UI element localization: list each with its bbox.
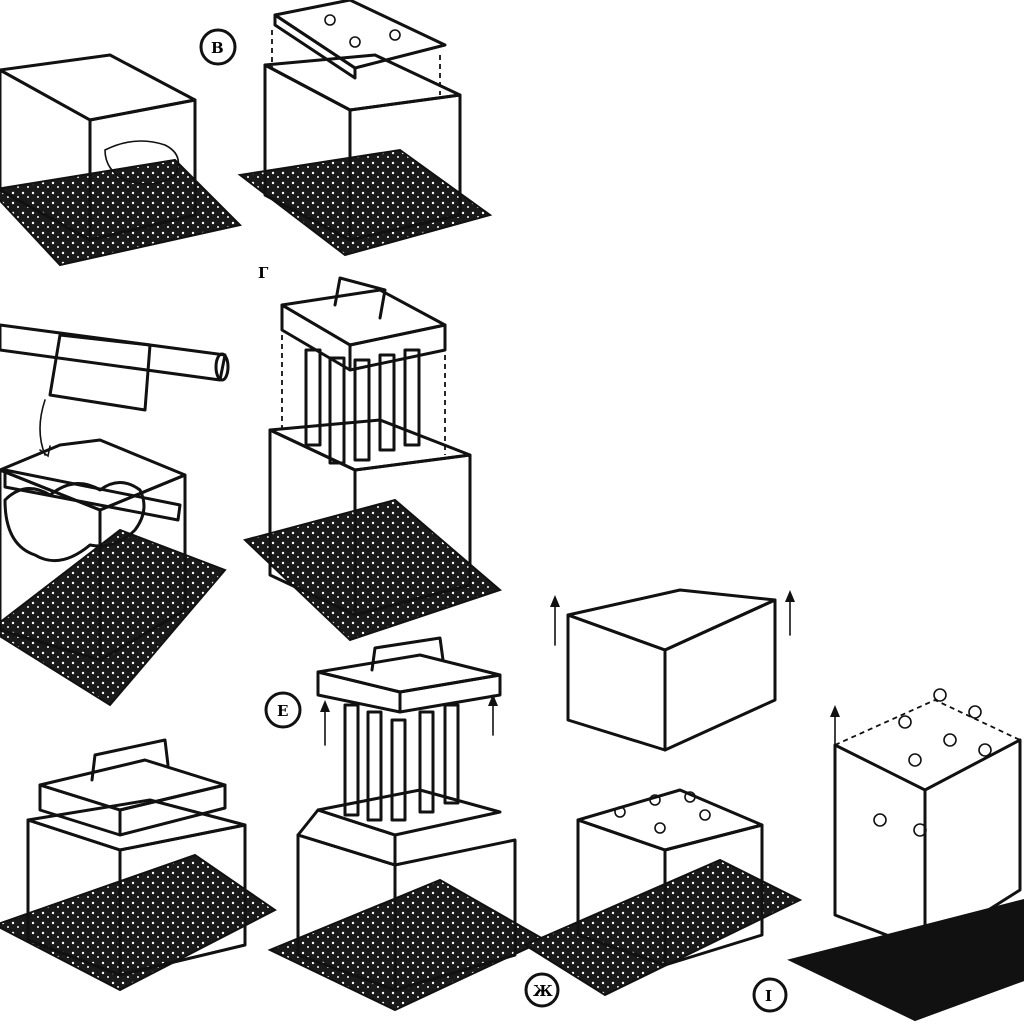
panel-g-mold-left <box>566 613 667 752</box>
panel-c-fill-material <box>3 481 146 563</box>
panel-h-block-left <box>833 743 927 952</box>
panel-h-base <box>787 898 1024 1022</box>
panel-c-pole <box>0 323 227 382</box>
panel-h-label-circle <box>752 977 788 1013</box>
panel-g-mold-front <box>663 598 777 752</box>
panel-g-demold: Ж <box>522 588 803 1008</box>
panel-b-label-circle <box>199 28 237 66</box>
panel-d-handle <box>333 276 387 320</box>
panel-d-base <box>243 498 502 642</box>
panel-c-sack <box>48 333 152 412</box>
panel-h-label: I <box>765 987 772 1005</box>
panel-g-base <box>522 858 803 997</box>
panel-d-rods <box>304 348 421 465</box>
panel-g-mold-top <box>566 588 777 652</box>
panel-e-lid-press <box>0 738 277 992</box>
panel-e-handle <box>90 738 170 782</box>
panel-g-label: Ж <box>533 982 553 1000</box>
panel-h-block-front <box>923 738 1022 952</box>
panel-d-press-plate <box>280 288 447 347</box>
panel-b-label: В <box>211 39 224 57</box>
panel-f-rods-inserted: Е <box>264 636 548 1012</box>
panel-d-label: Г <box>258 264 269 282</box>
panel-f-press-plate <box>316 653 502 694</box>
panel-c-pouring <box>0 323 230 707</box>
panel-h-finished-block: I <box>752 688 1024 1022</box>
panel-f-rods <box>343 703 460 822</box>
panel-g-label-circle <box>524 972 560 1008</box>
panel-d-rod-press: Г <box>243 264 502 642</box>
panel-a-filled-mold <box>0 53 242 267</box>
panel-b-mold-with-lid: В <box>199 0 493 257</box>
panel-f-box-front <box>393 838 517 992</box>
panel-b-base <box>237 148 493 257</box>
panel-f-base <box>267 878 548 1012</box>
panel-a-box-top <box>0 53 197 122</box>
panel-f-label: Е <box>277 702 288 720</box>
panel-h-block-top <box>832 699 1023 792</box>
panel-f-handle <box>370 636 445 672</box>
panel-g-block-top <box>576 788 764 852</box>
panel-c-base <box>0 528 227 707</box>
panel-b-box-top <box>263 53 462 112</box>
panel-f-label-circle <box>264 691 302 729</box>
panel-a-base <box>0 158 242 267</box>
